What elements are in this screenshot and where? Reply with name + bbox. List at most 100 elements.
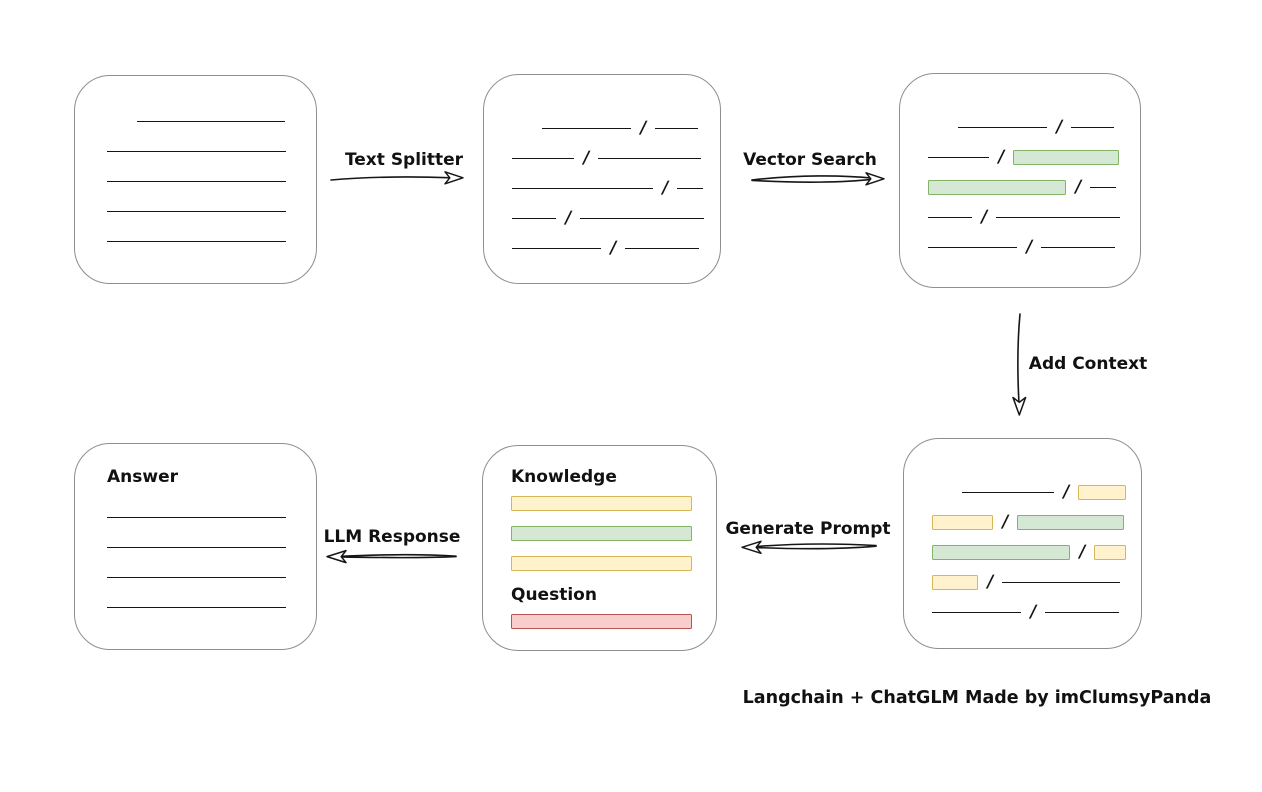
yellow-highlight-chip	[1094, 544, 1127, 560]
text-line	[996, 216, 1121, 218]
segment-row: /	[512, 173, 720, 203]
text-line	[107, 606, 286, 608]
knowledge-bars	[511, 488, 692, 578]
segment-row: /	[512, 233, 720, 263]
segment-row	[107, 226, 316, 256]
add-context-label: Add Context	[1028, 354, 1148, 374]
segment-row	[107, 592, 316, 622]
slash-separator: /	[996, 147, 1006, 167]
slash-separator: /	[985, 572, 995, 592]
segment-row: /	[932, 567, 1141, 597]
llm-response-label: LLM Response	[323, 527, 461, 547]
text-line	[107, 576, 286, 578]
add-context-arrow	[1012, 313, 1027, 416]
text-line	[625, 247, 700, 249]
segment-row: /	[512, 203, 720, 233]
slash-separator: /	[608, 238, 618, 258]
split-text-rows: /////	[512, 113, 720, 263]
yellow-highlight-chip	[511, 555, 692, 571]
text-splitter-arrow	[330, 171, 464, 185]
text-line	[1090, 186, 1117, 188]
vector-search-label: Vector Search	[743, 150, 877, 170]
segment-row	[137, 106, 316, 136]
text-line	[107, 180, 286, 182]
text-line	[512, 247, 601, 249]
yellow-highlight-chip	[932, 514, 993, 530]
question-label: Question	[511, 585, 597, 605]
caption: Langchain + ChatGLM Made by imClumsyPand…	[742, 688, 1212, 708]
slash-separator: /	[1077, 542, 1087, 562]
segment-row	[511, 548, 692, 578]
text-line	[677, 187, 704, 189]
green-highlight-chip	[511, 525, 692, 541]
slash-separator: /	[638, 118, 648, 138]
text-line	[928, 156, 989, 158]
text-line	[598, 157, 702, 159]
slash-separator: /	[1028, 602, 1038, 622]
text-line	[932, 611, 1021, 613]
text-line	[1002, 581, 1121, 583]
green-highlight-chip	[1017, 514, 1125, 530]
text-line	[1041, 246, 1116, 248]
segment-row: /	[928, 172, 1140, 202]
text-line	[1071, 126, 1115, 128]
segment-row	[107, 196, 316, 226]
text-line	[107, 150, 286, 152]
segment-row	[511, 518, 692, 548]
segment-row: /	[928, 202, 1140, 232]
green-highlight-chip	[1013, 149, 1120, 165]
text-line	[928, 216, 972, 218]
text-splitter-label: Text Splitter	[344, 150, 464, 170]
text-line	[1045, 611, 1120, 613]
segment-row: /	[932, 597, 1141, 627]
text-line	[512, 217, 556, 219]
slash-separator: /	[1054, 117, 1064, 137]
yellow-highlight-chip	[1078, 484, 1127, 500]
segment-row: /	[928, 142, 1140, 172]
yellow-highlight-chip	[932, 574, 978, 590]
text-line	[928, 246, 1017, 248]
text-line	[962, 491, 1054, 493]
answer-lines	[107, 502, 316, 622]
vector-matches-rows: / / / / /	[928, 112, 1140, 262]
green-highlight-chip	[932, 544, 1070, 560]
slash-separator: /	[1000, 512, 1010, 532]
node-context-chunks: / / / / /	[903, 438, 1142, 649]
segment-row: /	[932, 507, 1141, 537]
segment-row	[511, 488, 692, 518]
text-line	[107, 546, 286, 548]
segment-row	[107, 136, 316, 166]
segment-row: /	[928, 232, 1140, 262]
text-line	[107, 240, 286, 242]
text-line	[137, 120, 285, 122]
yellow-highlight-chip	[511, 495, 692, 511]
node-answer: Answer	[74, 443, 317, 650]
question-bar	[511, 606, 692, 636]
text-line	[107, 210, 286, 212]
text-line	[655, 127, 699, 129]
red-highlight-chip	[511, 613, 692, 629]
green-highlight-chip	[928, 179, 1066, 195]
generate-prompt-label: Generate Prompt	[725, 519, 891, 539]
segment-row: /	[958, 112, 1140, 142]
context-chunks-rows: / / / / /	[932, 477, 1141, 627]
slash-separator: /	[979, 207, 989, 227]
knowledge-label: Knowledge	[511, 467, 617, 487]
answer-label: Answer	[107, 467, 178, 487]
text-line	[542, 127, 631, 129]
segment-row	[511, 606, 692, 636]
text-line	[512, 187, 653, 189]
segment-row: /	[542, 113, 720, 143]
node-split-text: /////	[483, 74, 721, 284]
segment-row: /	[962, 477, 1141, 507]
text-line	[512, 157, 574, 159]
slash-separator: /	[1024, 237, 1034, 257]
segment-row	[107, 166, 316, 196]
generate-prompt-arrow	[741, 540, 877, 555]
text-line	[580, 217, 705, 219]
slash-separator: /	[660, 178, 670, 198]
text-line	[958, 126, 1047, 128]
node-source-document	[74, 75, 317, 284]
slash-separator: /	[563, 208, 573, 228]
